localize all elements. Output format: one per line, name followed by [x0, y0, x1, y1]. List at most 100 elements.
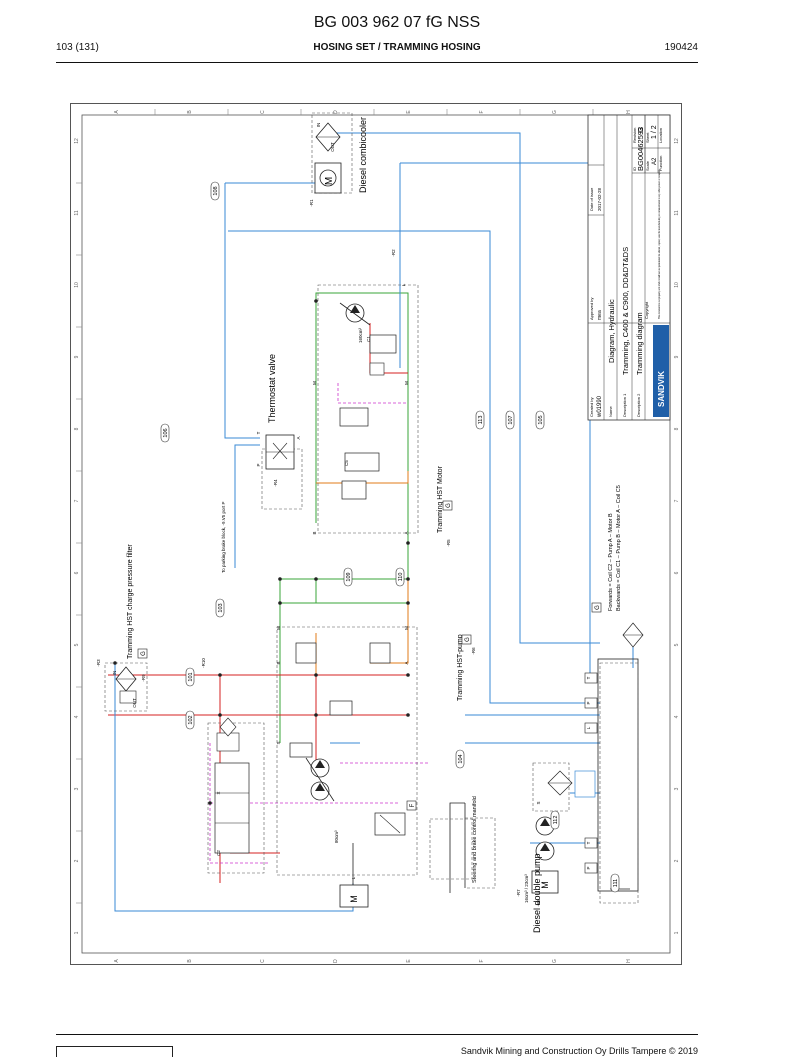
drawing-frame-outer	[70, 103, 682, 965]
junction-dot	[406, 541, 410, 545]
frame-column-label: F	[479, 110, 485, 113]
port-label: A	[404, 531, 409, 534]
tb-date-label: Date of issue	[589, 187, 594, 211]
port-label: C2	[216, 850, 221, 856]
junction-dot	[218, 673, 222, 677]
frame-row-label: 6	[74, 571, 80, 574]
tb-name: Diagram, Hydraulic	[607, 299, 616, 363]
tb-description2: Tramming diagram	[635, 312, 644, 375]
frame-row-label: 2	[74, 859, 80, 862]
hose-number: 109	[346, 572, 352, 581]
port-label: B	[276, 661, 281, 664]
frame-row-label: 3	[74, 787, 80, 790]
marker-g-notes: G	[591, 602, 602, 613]
drive-motor-label: M	[349, 895, 359, 903]
motor-symbol-label: M	[324, 177, 335, 185]
footer-logo	[56, 1046, 173, 1057]
port-label: M	[276, 626, 281, 630]
reference-code: -R9	[141, 674, 146, 682]
tb-date: 2017-02-28	[597, 187, 602, 211]
pump-drive-motor	[339, 884, 369, 908]
junction-dot	[218, 713, 222, 717]
frame-column-label: H	[626, 959, 632, 963]
port-label: M	[404, 381, 409, 385]
frame-column-label: D	[333, 959, 339, 963]
frame-row-label: 4	[674, 715, 680, 718]
frame-row-label: 3	[674, 787, 680, 790]
hose-number: 108	[213, 186, 219, 195]
tb-name-label: Name	[608, 406, 613, 417]
tb-legal: This document is our property and shall …	[657, 169, 661, 319]
frame-column-label: C	[260, 110, 266, 114]
port-label: OUT	[132, 698, 137, 708]
port-label: T	[586, 676, 591, 679]
hose-number: 104	[458, 754, 464, 763]
hose-label: 113	[475, 410, 485, 430]
frame-row-label: 5	[74, 643, 80, 646]
steering-cooler-symbols	[547, 622, 644, 798]
tb-description1: Tramming, C400 & C900, DD&DT&DS	[621, 247, 630, 375]
hst-motor-symbol	[339, 302, 371, 326]
footer-copyright: Sandvik Mining and Construction Oy Drill…	[460, 1046, 698, 1056]
note-forwards: Forwards = Coil C2 – Pump A – Motor B	[608, 513, 614, 611]
port-label: P	[586, 866, 591, 869]
tb-sheet-label: Sheet	[645, 132, 650, 143]
page-number: 103 (131)	[56, 42, 99, 53]
title-block-text: Created by w01990 Approved by mea Date o…	[589, 125, 666, 418]
title-block	[587, 114, 671, 421]
double-pump-symbol	[531, 816, 559, 894]
marker-g-motor-text: G	[446, 503, 452, 508]
hose-label: 108	[210, 181, 220, 201]
frame-row-label: 5	[674, 643, 680, 646]
thermostat-valve-label: Thermostat valve	[267, 354, 277, 423]
port-label: L	[351, 876, 356, 879]
orange-lines	[315, 471, 409, 675]
port-label: M	[312, 381, 317, 385]
frame-row-label: 7	[674, 499, 680, 502]
hose-label: 106	[160, 423, 170, 443]
tb-logo: SANDVIK	[657, 371, 666, 407]
frame-row-label: 11	[74, 210, 80, 215]
junction-dot	[278, 577, 282, 581]
frame-row-label: 12	[674, 138, 680, 144]
hose-number: 103	[218, 603, 224, 612]
charge-pump-a	[374, 812, 406, 836]
junction-dot	[314, 673, 318, 677]
charge-filter-symbol	[115, 666, 137, 704]
frame-row-label: 7	[74, 499, 80, 502]
tb-id-label: ID	[632, 167, 637, 171]
hst-pump-symbol	[305, 757, 335, 802]
marker-f: F	[406, 800, 417, 811]
port-label: S	[276, 741, 281, 744]
hose-label: 102	[185, 710, 195, 730]
frame-column-label: C	[260, 959, 266, 963]
tb-revision: G	[638, 128, 645, 133]
frame-row-label: 4	[74, 715, 80, 718]
thermostat-valve-symbol	[265, 434, 295, 470]
reference-codes: -R1-R2-R3-R4-R5-R6-R7-R8-R9-R10	[96, 199, 541, 907]
section-title: HOSING SET / TRAMMING HOSING	[313, 42, 481, 53]
frame-column-label: H	[626, 110, 632, 114]
tb-copyright-label: Copyright	[644, 301, 649, 319]
marker-g-pump-text: G	[465, 637, 471, 642]
hose-label: 109	[343, 567, 353, 587]
tb-approved-by: mea	[597, 310, 603, 320]
hose-number: 101	[188, 672, 194, 681]
junction-dots	[113, 299, 410, 805]
tank-port-symbols	[584, 672, 598, 874]
hose-label: 110	[395, 567, 405, 587]
frame-column-label: F	[479, 959, 485, 962]
tb-id: BG00462593	[636, 127, 645, 171]
reference-code: -R4	[273, 479, 278, 487]
frame-row-label: 9	[674, 355, 680, 358]
frame-column-label: E	[406, 959, 412, 963]
tb-revision-label: Revision	[632, 128, 637, 143]
port-label: T	[256, 431, 261, 434]
marker-f-text: F	[410, 803, 416, 807]
tramming-hst-pump-label: Tramming HST-pump	[457, 634, 464, 701]
marker-g-filter-text: G	[141, 651, 147, 656]
frame-row-label: 9	[74, 355, 80, 358]
motor-valve-stack	[339, 334, 397, 500]
marker-g-motor: G	[442, 500, 453, 511]
